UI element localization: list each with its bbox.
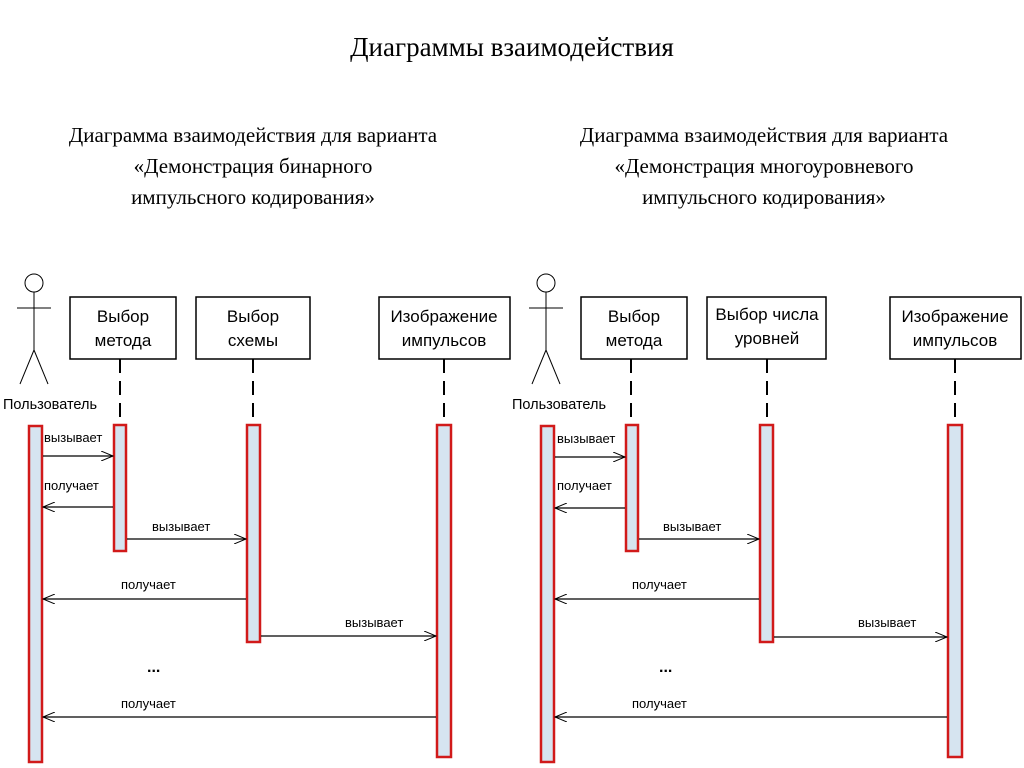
message-label: вызывает	[557, 431, 615, 446]
subtitle-line: импульсного кодирования»	[642, 185, 886, 209]
message-label: вызывает	[858, 615, 916, 630]
message-label: получает	[632, 577, 687, 592]
message-label: вызывает	[663, 519, 721, 534]
object-label: Изображение	[901, 307, 1008, 326]
object-label: импульсов	[402, 331, 486, 350]
object-box: Выбор метода	[580, 296, 688, 360]
activation-bar	[435, 423, 453, 759]
actor-label: Пользователь	[512, 397, 606, 413]
message-label: вызывает	[152, 519, 210, 534]
ellipsis: ...	[659, 659, 672, 676]
activation-bar	[624, 423, 640, 553]
message-label: вызывает	[345, 615, 403, 630]
object-label: метода	[95, 331, 152, 350]
activation-bar	[112, 423, 128, 553]
object-box: Изображение импульсов	[378, 296, 511, 360]
left-sequence-diagram: Пользователь Выбор метода Выбор схемы Из…	[3, 273, 511, 764]
object-label: Выбор числа	[715, 305, 819, 324]
page-title: Диаграммы взаимодействия	[350, 32, 674, 62]
object-box: Выбор числа уровней	[706, 296, 827, 360]
activation-bar	[27, 424, 44, 764]
message-label: получает	[44, 478, 99, 493]
object-box: Изображение импульсов	[889, 296, 1022, 360]
ellipsis: ...	[147, 659, 160, 676]
message-label: получает	[557, 478, 612, 493]
object-label: Изображение	[390, 307, 497, 326]
subtitle-line: Диаграмма взаимодействия для варианта	[579, 123, 949, 147]
subtitle-line: Диаграмма взаимодействия для варианта	[68, 123, 438, 147]
subtitle-line: «Демонстрация бинарного	[133, 154, 373, 178]
object-label: метода	[606, 331, 663, 350]
message-arrows	[555, 457, 947, 717]
actor-figure	[17, 273, 51, 385]
object-box: Выбор схемы	[195, 296, 311, 360]
message-arrows	[43, 456, 436, 717]
object-label: уровней	[735, 329, 800, 348]
object-label: Выбор	[227, 307, 279, 326]
lifelines	[119, 359, 445, 425]
activation-bar	[245, 423, 262, 644]
object-label: импульсов	[913, 331, 997, 350]
message-label: получает	[121, 696, 176, 711]
right-sequence-diagram: Пользователь Выбор метода Выбор числа ур…	[512, 273, 1022, 764]
object-box: Выбор метода	[69, 296, 177, 360]
activation-bar	[758, 423, 775, 644]
object-label: схемы	[228, 331, 278, 350]
activation-bar	[539, 424, 556, 764]
message-label: получает	[632, 696, 687, 711]
message-label: получает	[121, 577, 176, 592]
subtitle-line: импульсного кодирования»	[131, 185, 375, 209]
right-diagram-subtitle: Диаграмма взаимодействия для варианта «Д…	[514, 120, 1014, 213]
object-label: Выбор	[608, 307, 660, 326]
lifelines	[630, 359, 956, 425]
message-label: вызывает	[44, 430, 102, 445]
actor-figure	[529, 273, 563, 385]
activation-bar	[946, 423, 964, 759]
subtitle-line: «Демонстрация многоуровневого	[614, 154, 914, 178]
actor-label: Пользователь	[3, 397, 97, 413]
left-diagram-subtitle: Диаграмма взаимодействия для варианта «Д…	[3, 120, 503, 213]
object-label: Выбор	[97, 307, 149, 326]
